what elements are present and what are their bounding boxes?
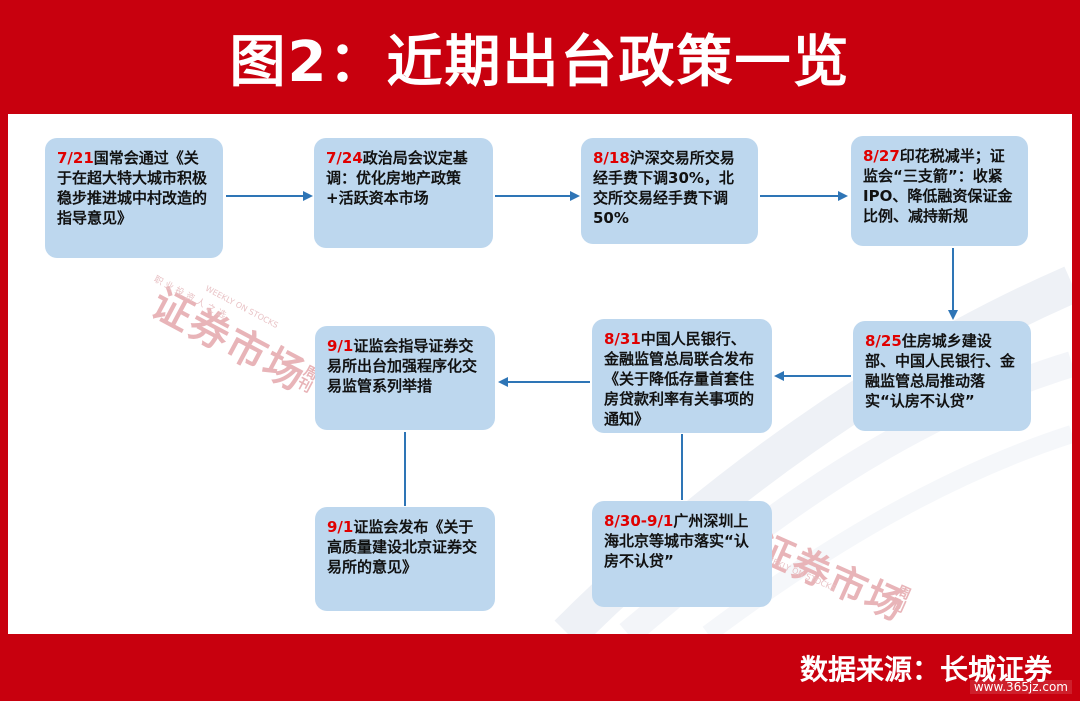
policy-text: 广州深圳上海北京等城市落实“认房不认贷” xyxy=(604,512,749,570)
policy-box-0818: 8/18沪深交易所交易经手费下调30%，北交所交易经手费下调50% xyxy=(581,138,758,244)
policy-text: 国常会通过《关于在超大特大城市积极稳步推进城中村改造的指导意见》 xyxy=(57,149,208,227)
site-watermark: www.365jz.com xyxy=(969,680,1072,694)
policy-text: 住房城乡建设部、中国人民银行、金融监管总局推动落实“认房不认贷” xyxy=(865,332,1016,410)
policy-date: 9/1 xyxy=(327,337,354,355)
page-title: 图2：近期出台政策一览 xyxy=(229,29,851,95)
policy-date: 8/27 xyxy=(863,147,900,165)
data-source: 数据来源：长城证券 xyxy=(799,653,1052,686)
policy-text: 证监会发布《关于高质量建设北京证券交易所的意见》 xyxy=(327,518,478,576)
policy-date: 7/21 xyxy=(57,149,94,167)
title-bar: 图2：近期出台政策一览 xyxy=(0,0,1080,114)
policy-box-0724: 7/24政治局会议定基调：优化房地产政策+活跃资本市场 xyxy=(314,138,493,248)
policy-text: 政治局会议定基调：优化房地产政策+活跃资本市场 xyxy=(326,149,468,207)
policy-text: 印花税减半；证监会“三支箭”：收紧IPO、降低融资保证金比例、减持新规 xyxy=(863,147,1013,225)
policy-text: 中国人民银行、金融监管总局联合发布《关于降低存量首套住房贷款利率有关事项的通知》 xyxy=(604,330,755,428)
policy-date: 8/30-9/1 xyxy=(604,512,674,530)
policy-date: 8/31 xyxy=(604,330,641,348)
connector-layer xyxy=(226,191,958,506)
policy-box-0901-a: 9/1证监会指导证券交易所出台加强程序化交易监管系列举措 xyxy=(315,326,495,430)
policy-text: 沪深交易所交易经手费下调30%，北交所交易经手费下调50% xyxy=(593,149,735,227)
policy-box-0901-b: 9/1证监会发布《关于高质量建设北京证券交易所的意见》 xyxy=(315,507,495,611)
policy-box-0721: 7/21国常会通过《关于在超大特大城市积极稳步推进城中村改造的指导意见》 xyxy=(45,138,223,258)
policy-date: 9/1 xyxy=(327,518,354,536)
policy-date: 8/25 xyxy=(865,332,902,350)
policy-date: 7/24 xyxy=(326,149,363,167)
diagram-panel: 证券市场 周刊 WEEKLY ON STOCKS 职 业 投 资 人 之 选 证… xyxy=(8,114,1072,634)
policy-text: 证监会指导证券交易所出台加强程序化交易监管系列举措 xyxy=(327,337,478,395)
policy-box-0825: 8/25住房城乡建设部、中国人民银行、金融监管总局推动落实“认房不认贷” xyxy=(853,321,1031,431)
policy-box-0827: 8/27印花税减半；证监会“三支箭”：收紧IPO、降低融资保证金比例、减持新规 xyxy=(851,136,1028,246)
policy-box-0831: 8/31中国人民银行、金融监管总局联合发布《关于降低存量首套住房贷款利率有关事项… xyxy=(592,319,772,433)
policy-box-0830: 8/30-9/1广州深圳上海北京等城市落实“认房不认贷” xyxy=(592,501,772,607)
policy-date: 8/18 xyxy=(593,149,630,167)
